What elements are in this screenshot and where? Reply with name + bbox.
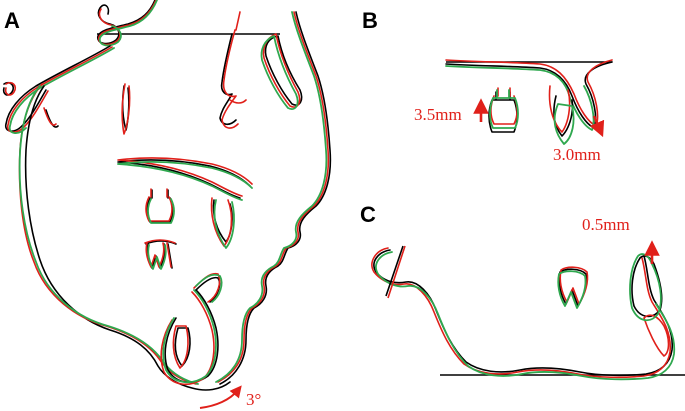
panel-c-incisor bbox=[629, 253, 670, 357]
panel-a-orbit-outline bbox=[2, 45, 115, 134]
panel-a-palatal-plane bbox=[117, 157, 253, 201]
panel-b-incisor bbox=[548, 85, 575, 145]
panel-a-cranial-outline bbox=[97, 0, 158, 47]
panel-b-upper-label: 3.5mm bbox=[414, 105, 462, 124]
panel-b-label: B bbox=[362, 8, 378, 33]
panel-a-symphysis bbox=[160, 272, 223, 385]
panel-a-rotation-label: 3° bbox=[246, 390, 261, 409]
panel-c-label-annotation: 0.5mm bbox=[582, 215, 630, 234]
panel-a-upper-molar bbox=[145, 188, 175, 224]
panel-c-molar bbox=[557, 266, 589, 309]
panel-b-lower-arrow bbox=[589, 115, 605, 138]
panel-a-nasal-structure bbox=[219, 11, 247, 129]
panel-b-palate-outline bbox=[445, 59, 613, 131]
panel-a-pterygoid bbox=[121, 83, 131, 135]
panel-a-facial-profile bbox=[215, 11, 332, 385]
panel-a: A bbox=[2, 0, 332, 409]
panel-c-label: C bbox=[360, 202, 376, 227]
panel-c: C 0.5mm bbox=[360, 202, 685, 381]
panel-a-lower-molar bbox=[144, 239, 177, 270]
panel-c-mandible-outline bbox=[371, 245, 676, 381]
panel-b-molar bbox=[488, 87, 519, 133]
panel-a-label: A bbox=[4, 8, 20, 33]
panel-a-nasal-bone bbox=[260, 33, 303, 110]
panel-b-lower-label: 3.0mm bbox=[553, 145, 601, 164]
panel-a-rotation-arrow bbox=[199, 385, 242, 409]
panel-b: B 3.5mm 3.0mm bbox=[362, 8, 613, 164]
panel-a-upper-incisor bbox=[210, 197, 235, 249]
